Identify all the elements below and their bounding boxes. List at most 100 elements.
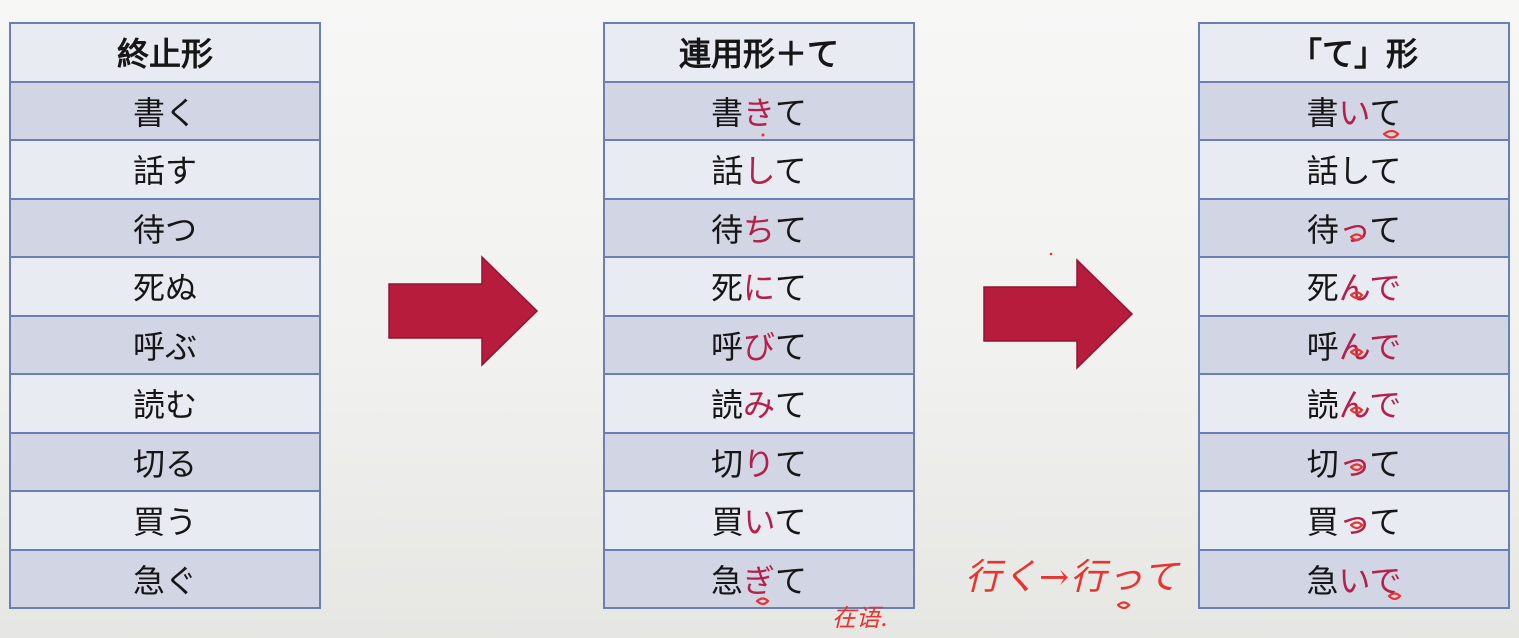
right-arrow-icon [983,258,1134,370]
verb-cell: 待つ [9,197,321,258]
verb-cell: 呼びて [603,314,915,375]
verb-stem: 呼 [1306,327,1339,366]
table-row: 死にて [603,256,915,317]
verb-cell: 呼んで [1198,314,1510,375]
highlighted-kana: に [742,269,775,308]
verb-suffix: て [775,327,808,366]
right-arrow-icon [388,255,539,367]
table-row: 書く [9,80,321,141]
highlighted-kana: し [743,152,775,191]
verb-stem: 話して [1306,152,1402,191]
verb-suffix: て [775,386,808,425]
verb-cell: 話して [1198,139,1510,200]
handwritten-note-iku: 行く→行って [965,557,1180,598]
verb-cell: 急いで [1198,548,1510,609]
verb-suffix: て [775,93,808,132]
verb-cell: 死にて [603,256,915,317]
verb-stem: 買 [711,503,744,542]
highlighted-kana: んで [1338,327,1402,366]
table-row: 急いで [1198,548,1510,609]
highlighted-kana: き [742,93,775,132]
verb-suffix: て [774,503,807,542]
verb-stem: 切る [132,444,197,483]
verb-stem: 読 [710,386,743,425]
verb-cell: 話す [9,139,321,200]
highlighted-kana: い [1338,93,1370,132]
verb-cell: 死ぬ [9,256,321,317]
verb-stem: 話 [711,152,744,191]
highlighted-kana: んで [1338,269,1402,308]
verb-cell: 待ちて [603,197,915,258]
table-header: 「て」形 [1198,22,1510,83]
table-row: 書いて [1198,80,1510,141]
highlighted-kana: み [742,386,775,425]
verb-suffix: て [775,561,808,600]
table-header: 終止形 [9,22,321,83]
table-row: 読む [9,373,321,434]
verb-cell: 買う [9,490,321,551]
verb-cell: 読んで [1198,373,1510,434]
highlighted-kana: っ [1338,210,1370,249]
table-row: 切る [9,431,321,492]
table-row: 急ぐ [9,548,321,609]
verb-suffix: て [1369,210,1402,249]
verb-stem: 書 [1306,93,1339,132]
verb-cell: 書いて [1198,80,1510,141]
te-form-table: 「て」形書いて話して待って死んで呼んで読んで切って買って急いで [1198,22,1510,609]
verb-stem: 待 [710,210,743,249]
verb-suffix: て [774,152,807,191]
table-header: 連用形＋て [603,22,915,83]
verb-cell: 話して [603,139,915,200]
table-row: 待つ [9,197,321,258]
verb-stem: 死 [710,269,743,308]
handwritten-note: 在语. [832,604,888,632]
verb-stem: 待 [1306,210,1339,249]
verb-stem: 読む [132,386,197,425]
table-row: 話して [603,139,915,200]
verb-stem: 買う [132,503,197,542]
highlighted-kana: いで [1338,561,1402,600]
highlighted-kana: ぎ [742,561,775,600]
table-row: 話す [9,139,321,200]
verb-stem: 呼ぶ [132,327,197,366]
table-row: 読みて [603,373,915,434]
verb-cell: 待って [1198,197,1510,258]
verb-cell: 死んで [1198,256,1510,317]
verb-cell: 読む [9,373,321,434]
verb-stem: 急ぐ [132,561,197,600]
table-row: 買う [9,490,321,551]
verb-stem: 呼 [710,327,743,366]
table-row: 買いて [603,490,915,551]
verb-suffix: て [1369,93,1402,132]
highlighted-kana: い [743,503,775,542]
verb-stem: 死ぬ [132,269,197,308]
table-row: 待ちて [603,197,915,258]
highlighted-kana: び [742,327,775,366]
highlighted-kana: っ [1338,444,1370,483]
verb-suffix: て [775,444,808,483]
verb-suffix: て [1369,444,1402,483]
verb-stem: 死 [1306,269,1339,308]
table-row: 呼んで [1198,314,1510,375]
verb-stem: 書く [132,93,197,132]
verb-stem: 切 [1306,444,1339,483]
verb-cell: 書く [9,80,321,141]
table-row: 呼ぶ [9,314,321,375]
verb-stem: 待つ [132,210,197,249]
table-row: 死ぬ [9,256,321,317]
table-row: 話して [1198,139,1510,200]
verb-stem: 読 [1306,386,1339,425]
dictionary-form-table: 終止形書く話す待つ死ぬ呼ぶ読む切る買う急ぐ [9,22,321,609]
verb-cell: 切る [9,431,321,492]
verb-stem: 急 [1306,561,1339,600]
verb-stem: 書 [710,93,743,132]
table-row: 書きて [603,80,915,141]
verb-suffix: て [1369,503,1402,542]
renyoukei-te-table: 連用形＋て書きて話して待ちて死にて呼びて読みて切りて買いて急ぎて [603,22,915,609]
table-row: 買って [1198,490,1510,551]
verb-cell: 急ぐ [9,548,321,609]
highlighted-kana: り [742,444,775,483]
verb-stem: 買 [1306,503,1339,542]
table-row: 死んで [1198,256,1510,317]
verb-stem: 話す [132,152,197,191]
